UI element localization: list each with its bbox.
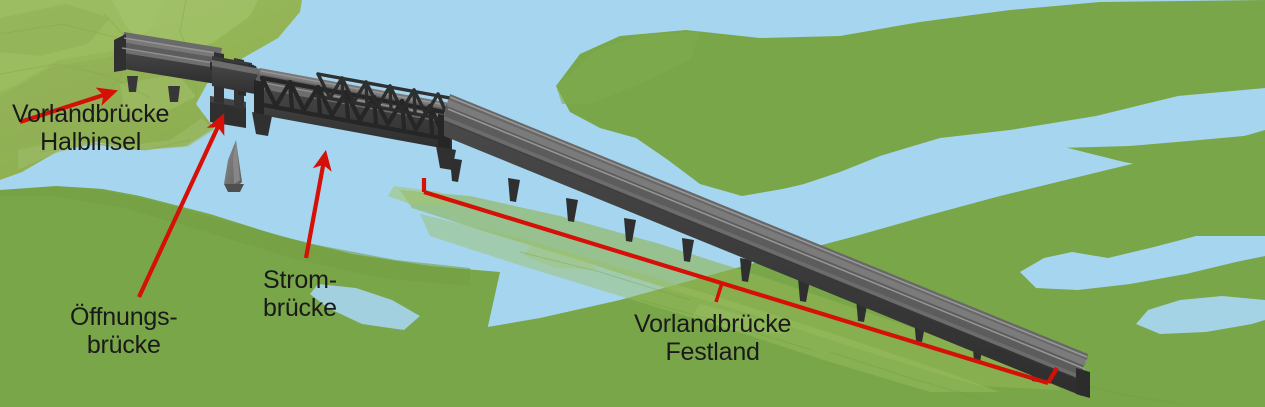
vorlandbruecke-halbinsel bbox=[114, 32, 223, 102]
water-notch-bottom-left bbox=[310, 284, 420, 330]
water-pocket-right bbox=[1136, 296, 1265, 334]
water-strip-mid-left bbox=[0, 130, 250, 194]
festland-bank bbox=[0, 182, 500, 407]
water-inlet-right bbox=[1020, 236, 1265, 290]
truss-far-side bbox=[314, 72, 452, 122]
halbinsel-landmass bbox=[0, 0, 302, 180]
strombruecke bbox=[252, 68, 457, 170]
annotation-arrow-strombruecke bbox=[303, 149, 332, 259]
water-channel-upper-right bbox=[770, 88, 1265, 200]
vorlandbruecke-festland bbox=[444, 94, 1090, 398]
festland-highlight-band bbox=[388, 186, 1060, 392]
annotation-arrow-oeffnungsbruecke bbox=[137, 113, 225, 298]
sailboat bbox=[224, 140, 244, 192]
annotation-span-bracket-festland bbox=[421, 178, 1059, 386]
annotation-arrow-vorlandbruecke-halbinsel bbox=[19, 87, 118, 124]
oeffnungsbruecke bbox=[210, 52, 266, 128]
